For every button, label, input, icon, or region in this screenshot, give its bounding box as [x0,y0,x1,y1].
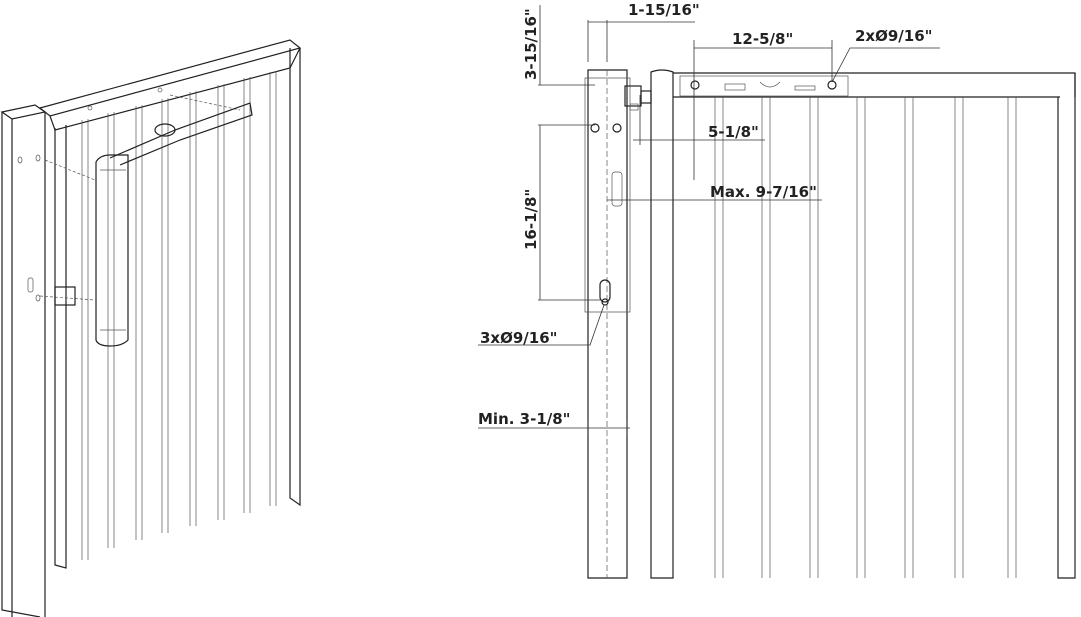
post-width-label: 1-15/16" [628,1,700,19]
hinge-offset-label: 5-1/8" [708,123,759,141]
gate-frame [38,39,302,569]
max-offset-label: Max. 9-7/16" [710,183,817,201]
pickets-elevation [714,73,1076,579]
gate-closer [54,102,253,347]
body-length-label: 16-1/8" [522,189,540,250]
dimension-lines [478,5,940,436]
arm-holes-label: 2xØ9/16" [855,27,932,45]
body-holes-label: 3xØ9/16" [480,329,557,347]
hinge-post [0,104,47,617]
isometric-view [0,39,302,617]
hinge [624,85,652,111]
top-rail-with-arm [673,72,1076,98]
hinge-post-elevation [584,69,631,579]
top-offset-label: 3-15/16" [522,8,540,80]
arm-hole-spacing-label: 12-5/8" [732,30,793,48]
gate-post-elevation [650,69,674,579]
min-post-width-label: Min. 3-1/8" [478,410,571,428]
pickets [81,71,277,560]
elevation-view [478,5,1076,579]
